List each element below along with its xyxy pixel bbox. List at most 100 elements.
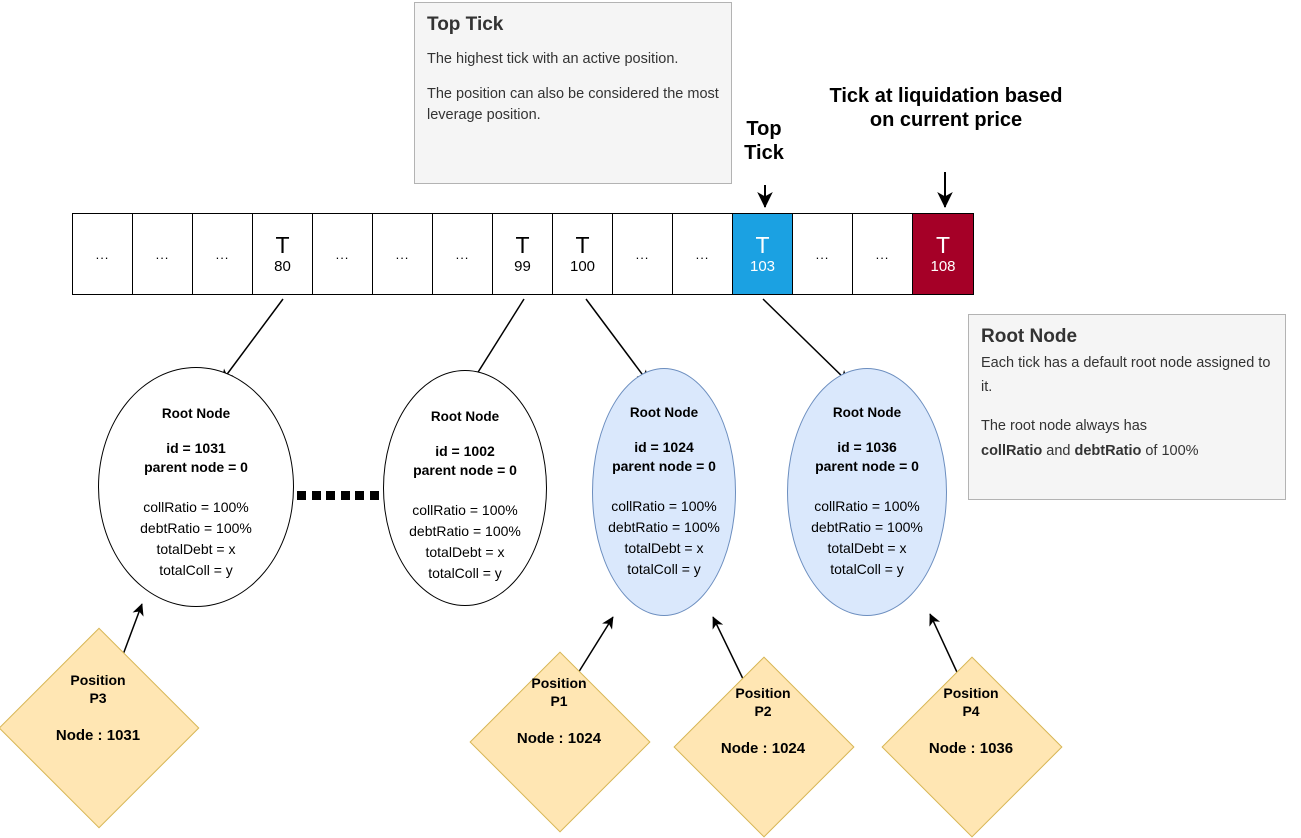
tick-cell-ellipsis[interactable]: ...: [853, 214, 913, 294]
position-p1-shape[interactable]: [469, 651, 651, 833]
tick-letter: T: [515, 232, 530, 258]
root-node-totaldebt: totalDebt = x: [827, 539, 907, 556]
tick-number: 108: [930, 258, 956, 275]
root-node-id: id = 1024: [634, 439, 694, 455]
root-node-title: Root Node: [629, 405, 699, 420]
callout-root-node-p2-bold-collratio: collRatio: [981, 442, 1043, 459]
tick-ellipsis: ...: [95, 246, 110, 262]
callout-root-node-p2-suffix: of 100%: [1141, 442, 1199, 459]
tick-number: 80: [274, 258, 291, 275]
arrow-p2-to-node1024: [712, 616, 746, 684]
position-p2-shape[interactable]: [673, 656, 855, 838]
arrow-tick100-to-node1024: [585, 298, 649, 383]
tick-letter: T: [755, 232, 770, 258]
tick-cell-ellipsis[interactable]: ...: [433, 214, 493, 294]
root-node-debtratio: debtRatio = 100%: [409, 522, 521, 539]
root-node-title: Root Node: [832, 405, 902, 420]
root-node-attributes: collRatio = 100% debtRatio = 100% totalD…: [811, 496, 923, 580]
tick-ellipsis: ...: [695, 246, 710, 262]
root-node-parent: parent node = 0: [413, 461, 517, 478]
callout-root-node-title: Root Node: [981, 326, 1078, 347]
tick-cell-ellipsis[interactable]: ...: [793, 214, 853, 294]
tick-ellipsis: ...: [875, 246, 890, 262]
tick-ellipsis: ...: [815, 246, 830, 262]
callout-root-node: Root Node Each tick has a default root n…: [968, 314, 1286, 500]
arrow-tick80-to-node1031: [221, 298, 284, 382]
root-node-attributes: collRatio = 100% debtRatio = 100% totalD…: [140, 497, 252, 581]
callout-top-tick-paragraph-1: The highest tick with an active position…: [427, 50, 679, 67]
root-node-totalcoll: totalColl = y: [627, 560, 701, 577]
tick-number: 99: [514, 258, 531, 275]
root-node-parent: parent node = 0: [815, 457, 919, 474]
root-node-parent: parent node = 0: [612, 457, 716, 474]
root-node-debtratio: debtRatio = 100%: [140, 519, 252, 536]
callout-top-tick-title: Top Tick: [427, 14, 504, 35]
dot: [369, 491, 379, 500]
root-node-totaldebt: totalDebt = x: [624, 539, 704, 556]
root-node-title: Root Node: [161, 406, 231, 421]
root-node-totalcoll: totalColl = y: [830, 560, 904, 577]
root-node-attributes: collRatio = 100% debtRatio = 100% totalD…: [608, 496, 720, 580]
tick-ellipsis: ...: [455, 246, 470, 262]
dot: [340, 491, 350, 500]
tick-ellipsis: ...: [335, 246, 350, 262]
label-tick-at-liquidation: Tick at liquidation based on current pri…: [829, 85, 1063, 131]
tick-letter: T: [575, 232, 590, 258]
tick-cell-ellipsis[interactable]: ...: [673, 214, 733, 294]
root-node-1002[interactable]: Root Node id = 1002 parent node = 0 coll…: [383, 370, 547, 606]
callout-root-node-p2-mid: and: [1042, 442, 1075, 459]
root-node-1036[interactable]: Root Node id = 1036 parent node = 0 coll…: [787, 368, 947, 616]
dotted-connector: [297, 491, 379, 500]
root-node-id: id = 1036: [837, 439, 897, 455]
root-node-1031[interactable]: Root Node id = 1031 parent node = 0 coll…: [98, 367, 294, 607]
root-node-collratio: collRatio = 100%: [412, 501, 518, 518]
callout-root-node-paragraph-2: The root node always has collRatio and d…: [981, 414, 1273, 463]
root-node-collratio: collRatio = 100%: [814, 497, 920, 514]
tick-cell-ellipsis[interactable]: ...: [373, 214, 433, 294]
callout-top-tick: Top Tick The highest tick with an active…: [414, 2, 732, 184]
tick-cell-ellipsis[interactable]: ...: [313, 214, 373, 294]
root-node-id: id = 1031: [166, 440, 226, 456]
callout-top-tick-paragraph-2: The position can also be considered the …: [427, 85, 719, 123]
callout-root-node-paragraph-1: Each tick has a default root node assign…: [981, 354, 1271, 396]
position-p3-shape[interactable]: [0, 627, 200, 829]
root-node-totalcoll: totalColl = y: [159, 561, 233, 578]
tick-number: 100: [569, 258, 596, 275]
tick-cell-ellipsis[interactable]: ...: [73, 214, 133, 294]
root-node-debtratio: debtRatio = 100%: [811, 518, 923, 535]
arrow-p1-to-node1024: [574, 616, 614, 679]
root-node-parent: parent node = 0: [144, 458, 248, 475]
tick-cell-ellipsis[interactable]: ...: [133, 214, 193, 294]
tick-cell-ellipsis[interactable]: ...: [613, 214, 673, 294]
arrow-tick103-to-node1036: [762, 298, 849, 383]
dot: [326, 491, 336, 500]
tick-cell-ellipsis[interactable]: ...: [193, 214, 253, 294]
root-node-debtratio: debtRatio = 100%: [608, 518, 720, 535]
dot: [311, 491, 321, 500]
root-node-title: Root Node: [430, 409, 500, 424]
dot: [297, 491, 306, 500]
callout-root-node-p2-bold-debtratio: debtRatio: [1074, 442, 1142, 459]
tick-ellipsis: ...: [155, 246, 170, 262]
tick-letter: T: [935, 232, 951, 258]
root-node-1024[interactable]: Root Node id = 1024 parent node = 0 coll…: [592, 368, 736, 616]
tick-ellipsis: ...: [395, 246, 410, 262]
root-node-attributes: collRatio = 100% debtRatio = 100% totalD…: [409, 500, 521, 584]
tick-number: 103: [749, 258, 776, 275]
root-node-totalcoll: totalColl = y: [428, 564, 502, 581]
root-node-totaldebt: totalDebt = x: [425, 543, 505, 560]
dot: [355, 491, 365, 500]
tick-ellipsis: ...: [215, 246, 230, 262]
root-node-id: id = 1002: [435, 443, 495, 459]
root-node-totaldebt: totalDebt = x: [156, 540, 236, 557]
root-node-collratio: collRatio = 100%: [143, 498, 249, 515]
position-p4-shape[interactable]: [881, 656, 1063, 838]
tick-ellipsis: ...: [635, 246, 650, 262]
